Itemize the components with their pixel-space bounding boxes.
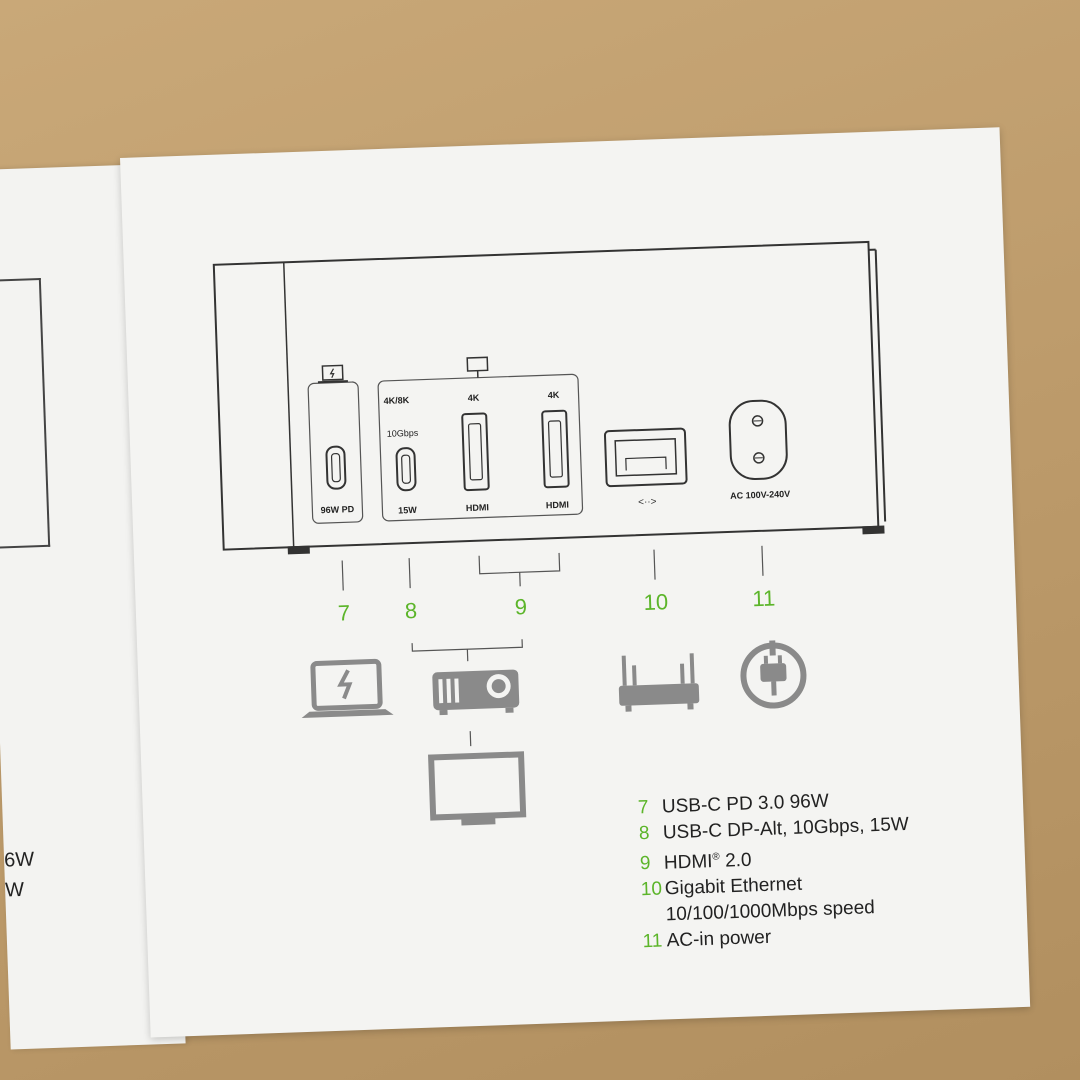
- hdmi-port-icon: [541, 409, 570, 489]
- router-icon: [618, 653, 700, 712]
- port-ethernet: <··>: [603, 427, 688, 508]
- monitor-icon: [466, 356, 489, 378]
- manual-page: 96W PD 4K/8K 10Gbps 15W 4K HDMI 4K HDMI: [120, 127, 1031, 1038]
- leader-lines: [341, 545, 764, 747]
- callout-number: 7: [337, 600, 350, 625]
- power-plug-icon: [740, 640, 807, 709]
- left-page-text-fragment: W: [4, 878, 25, 902]
- port-usbc-pd: 96W PD: [307, 364, 364, 524]
- ac-socket-icon: [728, 399, 788, 481]
- callout-number: 8: [404, 598, 417, 623]
- port-label: AC 100V-240V: [730, 489, 790, 501]
- port-speed-label: 10Gbps: [387, 428, 419, 439]
- port-resolution-label: 4K: [548, 390, 560, 400]
- port-group-display: 4K/8K 10Gbps 15W 4K HDMI 4K HDMI: [377, 356, 584, 522]
- usbc-port-icon: [395, 447, 417, 492]
- port-ac-power: AC 100V-240V: [728, 399, 790, 501]
- port-label: 96W PD: [320, 504, 354, 515]
- callout-number: 10: [643, 589, 668, 615]
- projector-icon: [432, 669, 520, 716]
- dock-body: [212, 240, 887, 555]
- ethernet-port-icon: [603, 427, 688, 488]
- left-page-text-fragment: 6W: [3, 848, 35, 872]
- port-resolution-label: 4K/8K: [383, 395, 409, 406]
- usbc-port-icon: [325, 445, 347, 490]
- laptop-icon: [301, 658, 394, 719]
- port-resolution-label: 4K: [468, 393, 480, 403]
- port-power-label: 15W: [398, 505, 417, 516]
- callout-number: 9: [514, 594, 527, 619]
- left-page-diagram-box: [0, 277, 51, 549]
- port-label: HDMI: [546, 500, 569, 511]
- callout-number: 11: [752, 585, 776, 611]
- monitor-display-icon: [428, 751, 527, 826]
- laptop-charge-icon: [317, 364, 348, 384]
- port-label: HDMI: [466, 502, 489, 513]
- hdmi-port-icon: [461, 412, 490, 492]
- dock-rear-diagram: 96W PD 4K/8K 10Gbps 15W 4K HDMI 4K HDMI: [212, 240, 887, 826]
- network-arrows-icon: <··>: [638, 496, 657, 508]
